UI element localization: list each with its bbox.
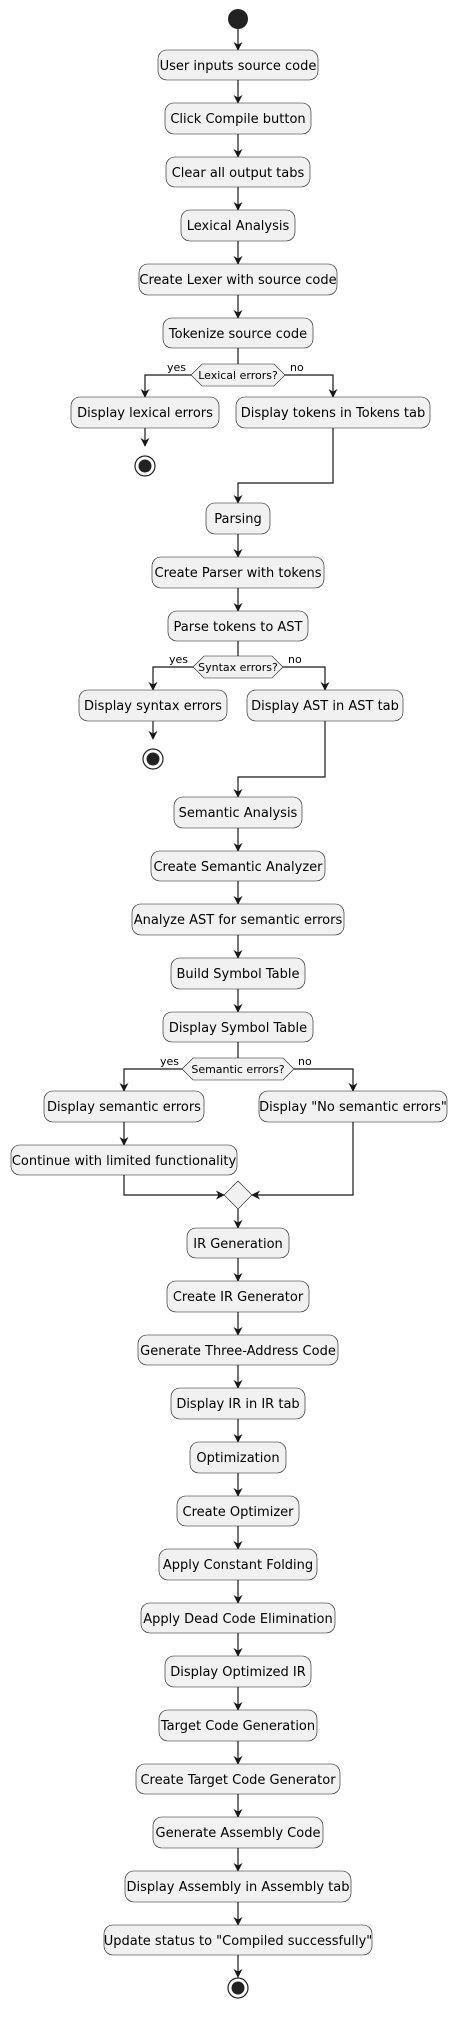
- action-apply-constant-folding: Apply Constant Folding: [158, 1548, 318, 1581]
- action-semantic-analysis: Semantic Analysis: [173, 796, 303, 829]
- svg-text:Apply Constant Folding: Apply Constant Folding: [163, 1558, 313, 1573]
- svg-text:Display syntax errors: Display syntax errors: [84, 699, 222, 714]
- svg-text:Generate Three-Address Code: Generate Three-Address Code: [140, 1344, 336, 1359]
- svg-text:Parsing: Parsing: [214, 512, 261, 527]
- action-create-target-code-generator: Create Target Code Generator: [135, 1763, 341, 1795]
- svg-text:Create IR Generator: Create IR Generator: [173, 1290, 304, 1305]
- edges: [119, 29, 358, 1978]
- action-user-inputs-source-code: User inputs source code: [157, 49, 319, 81]
- svg-text:Click Compile button: Click Compile button: [170, 112, 305, 127]
- action-clear-output-tabs: Clear all output tabs: [165, 156, 311, 188]
- end-node: [134, 455, 156, 477]
- action-analyze-ast: Analyze AST for semantic errors: [131, 903, 345, 936]
- svg-text:IR Generation: IR Generation: [193, 1237, 283, 1252]
- action-parsing: Parsing: [205, 502, 271, 535]
- action-lexical-analysis: Lexical Analysis: [180, 209, 296, 242]
- action-display-tokens: Display tokens in Tokens tab: [235, 396, 431, 429]
- action-ir-generation: IR Generation: [186, 1227, 290, 1259]
- decision-semantic-errors: Semantic errors?: [181, 1057, 295, 1081]
- action-display-ir: Display IR in IR tab: [170, 1387, 306, 1420]
- decision-lexical-errors: Lexical errors?: [190, 363, 286, 387]
- action-create-optimizer: Create Optimizer: [176, 1495, 300, 1527]
- decision-syntax-errors: Syntax errors?: [192, 655, 284, 679]
- action-display-ast: Display AST in AST tab: [246, 689, 404, 722]
- branch-label-yes: yes: [167, 361, 186, 374]
- end-node: [142, 748, 164, 770]
- svg-text:User inputs source code: User inputs source code: [160, 59, 317, 74]
- branch-label-yes: yes: [160, 1055, 179, 1068]
- svg-text:Create Optimizer: Create Optimizer: [183, 1505, 295, 1520]
- action-parse-tokens-to-ast: Parse tokens to AST: [167, 610, 309, 642]
- svg-text:Lexical Analysis: Lexical Analysis: [187, 219, 290, 234]
- svg-text:Display Symbol Table: Display Symbol Table: [169, 1021, 307, 1036]
- action-apply-dead-code-elimination: Apply Dead Code Elimination: [140, 1602, 336, 1634]
- action-display-no-semantic-errors: Display "No semantic errors": [258, 1090, 448, 1123]
- action-display-symbol-table: Display Symbol Table: [162, 1011, 314, 1043]
- svg-text:Syntax errors?: Syntax errors?: [198, 661, 278, 674]
- svg-text:Clear all output tabs: Clear all output tabs: [172, 166, 305, 181]
- action-display-semantic-errors: Display semantic errors: [43, 1090, 205, 1123]
- svg-text:Display "No semantic errors": Display "No semantic errors": [259, 1100, 447, 1115]
- action-display-assembly: Display Assembly in Assembly tab: [124, 1870, 352, 1903]
- svg-text:Build Symbol Table: Build Symbol Table: [177, 967, 300, 982]
- svg-text:Apply Dead Code Elimination: Apply Dead Code Elimination: [143, 1612, 332, 1627]
- action-target-code-generation: Target Code Generation: [158, 1709, 318, 1742]
- action-create-parser: Create Parser with tokens: [151, 556, 325, 589]
- svg-text:Display Assembly in Assembly t: Display Assembly in Assembly tab: [127, 1880, 350, 1895]
- svg-text:Display Optimized IR: Display Optimized IR: [170, 1665, 306, 1680]
- svg-text:Display IR in IR tab: Display IR in IR tab: [176, 1397, 299, 1412]
- end-node: [227, 1977, 249, 1999]
- svg-text:Target Code Generation: Target Code Generation: [160, 1719, 315, 1734]
- svg-text:Continue with limited function: Continue with limited functionality: [12, 1154, 237, 1169]
- action-display-optimized-ir: Display Optimized IR: [164, 1655, 312, 1688]
- svg-text:Semantic Analysis: Semantic Analysis: [179, 806, 298, 821]
- branch-label-no: no: [298, 1055, 312, 1068]
- action-optimization: Optimization: [189, 1441, 287, 1474]
- svg-text:Create Parser with tokens: Create Parser with tokens: [155, 566, 322, 581]
- svg-text:Optimization: Optimization: [196, 1451, 279, 1466]
- action-display-syntax-errors: Display syntax errors: [78, 689, 228, 722]
- svg-text:Semantic errors?: Semantic errors?: [191, 1063, 284, 1076]
- svg-text:Create Semantic Analyzer: Create Semantic Analyzer: [153, 860, 323, 875]
- svg-text:Update status to "Compiled suc: Update status to "Compiled successfully": [104, 1934, 373, 1949]
- svg-text:Generate Assembly Code: Generate Assembly Code: [156, 1826, 321, 1841]
- action-tokenize-source-code: Tokenize source code: [162, 317, 314, 349]
- action-update-status: Update status to "Compiled successfully": [103, 1924, 373, 1956]
- branch-label-yes: yes: [169, 653, 188, 666]
- svg-text:Display semantic errors: Display semantic errors: [47, 1100, 201, 1115]
- action-click-compile-button: Click Compile button: [164, 102, 312, 135]
- svg-text:Display AST in AST tab: Display AST in AST tab: [251, 699, 399, 714]
- action-create-semantic-analyzer: Create Semantic Analyzer: [150, 850, 326, 882]
- branch-label-no: no: [290, 361, 304, 374]
- svg-text:Analyze AST for semantic error: Analyze AST for semantic errors: [134, 913, 343, 928]
- svg-text:Display lexical errors: Display lexical errors: [77, 406, 213, 421]
- action-generate-assembly-code: Generate Assembly Code: [152, 1816, 324, 1849]
- action-display-lexical-errors: Display lexical errors: [70, 396, 220, 429]
- action-build-symbol-table: Build Symbol Table: [170, 957, 306, 990]
- action-create-ir-generator: Create IR Generator: [166, 1280, 310, 1313]
- action-generate-three-address-code: Generate Three-Address Code: [137, 1334, 339, 1366]
- branch-label-no: no: [288, 653, 302, 666]
- action-continue-limited: Continue with limited functionality: [10, 1144, 238, 1176]
- action-create-lexer: Create Lexer with source code: [138, 263, 338, 296]
- svg-text:Tokenize source code: Tokenize source code: [168, 327, 307, 342]
- svg-text:Create Lexer with source code: Create Lexer with source code: [139, 273, 336, 288]
- svg-text:Display tokens in Tokens tab: Display tokens in Tokens tab: [241, 406, 426, 421]
- svg-text:Lexical errors?: Lexical errors?: [198, 369, 278, 382]
- start-node: [228, 9, 248, 29]
- svg-text:Create Target Code Generator: Create Target Code Generator: [140, 1773, 336, 1788]
- merge-node: [223, 1180, 253, 1210]
- svg-text:Parse tokens to AST: Parse tokens to AST: [174, 620, 303, 635]
